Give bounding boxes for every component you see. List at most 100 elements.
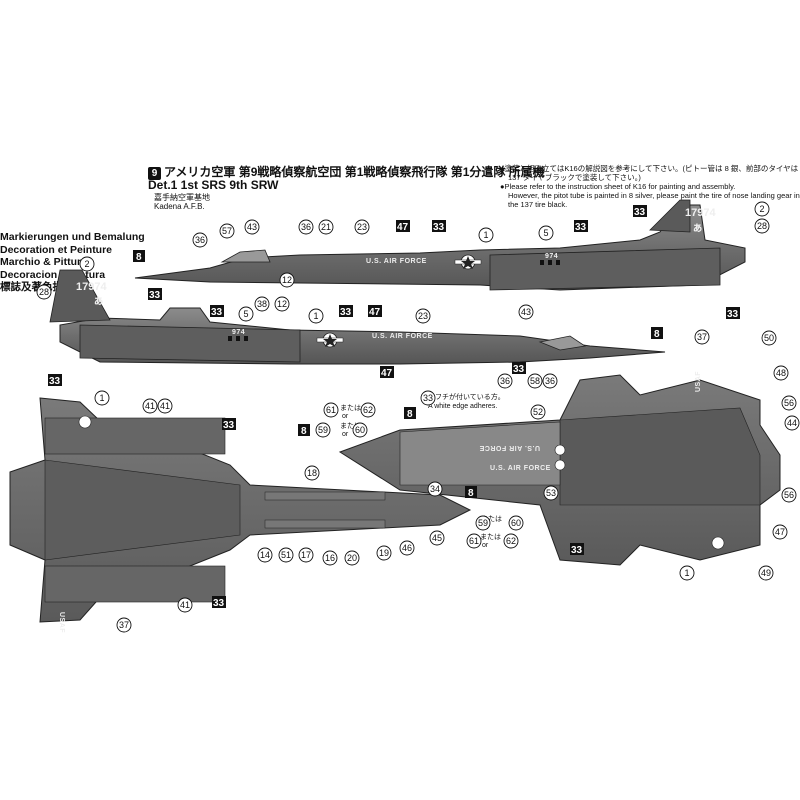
callout-label-side_bottom-3: 23: [418, 311, 428, 321]
callout-label-side_top-12: 2: [759, 204, 764, 214]
callout-label-plan_left-1: 41: [160, 401, 170, 411]
callout-circle-side_top-0: [192, 232, 208, 248]
callout-circle-side_top-12: [754, 201, 770, 217]
callout-label-plan_right-1: 50: [764, 333, 774, 343]
callout-label-plan_left-7: 14: [260, 550, 270, 560]
callout-circle-side_top-16: [279, 272, 295, 288]
callout-circle-side_top-8: [478, 227, 494, 243]
callout-circle-plan_left-14: [429, 530, 445, 546]
callout-label-side_top-14: 38: [257, 299, 267, 309]
callout-circle-side_top-4: [318, 219, 334, 235]
note-line-1: ●塗装と組み立てはK16の解説図を参考にして下さい。(ピトー管は 8 銀、前部の…: [500, 164, 799, 173]
nacelle-code-1: 974: [545, 253, 558, 260]
under-text-2: U.S. AIR FORCE: [490, 465, 551, 472]
legend-fr: Decoration et Peinture: [0, 243, 113, 256]
callout-label-side_top-20: 28: [39, 287, 49, 297]
callout-label-plan_center-12: 62: [506, 536, 516, 546]
or-note-jp-3: または: [481, 515, 502, 523]
callout-label-side_bottom-1: 1: [313, 311, 318, 321]
fuselage-text-1: U.S. AIR FORCE: [366, 258, 427, 265]
callout-label-plan_right-0: 37: [697, 332, 707, 342]
callout-label-plan_right-7: 49: [761, 568, 771, 578]
tail-serial-1: 17974: [685, 207, 716, 219]
callout-circle-plan_left-11: [344, 550, 360, 566]
callout-circle-plan_left-10: [322, 550, 338, 566]
callout-circle-plan_center-12: [503, 533, 519, 549]
callout-circle-side_bottom-1: [308, 308, 324, 324]
paint-box-33h: 33: [49, 376, 61, 387]
callout-circle-side_bottom-3: [415, 308, 431, 324]
fuselage-text-2: U.S. AIR FORCE: [372, 333, 433, 340]
callout-circle-plan_right-7: [758, 565, 774, 581]
callout-circle-plan_center-11: [466, 533, 482, 549]
paint-box-47b: 47: [369, 307, 381, 318]
callout-circle-plan_left-13: [399, 540, 415, 556]
callout-circle-side_bottom-9: [542, 373, 558, 389]
scheme-number-badge: 9: [148, 167, 161, 180]
or-note-en-1: or: [342, 413, 349, 420]
paint-box-47a: 47: [397, 222, 409, 233]
paint-box-8d: 8: [301, 426, 307, 437]
callout-label-plan_right-2: 48: [776, 368, 786, 378]
callout-label-side_bottom-8: 58: [530, 376, 540, 386]
callout-label-plan_center-8: 53: [546, 488, 556, 498]
callout-label-plan_left-10: 16: [325, 553, 335, 563]
callout-circle-side_top-13: [754, 218, 770, 234]
side-view-left: U.S. AIR FORCE 974 17974 ぁ: [134, 199, 746, 291]
tail-serial-2: 17974: [76, 281, 107, 293]
callout-label-side_bottom-10: 5: [243, 309, 248, 319]
callout-circle-plan_left-8: [278, 547, 294, 563]
callout-label-plan_left-14: 45: [432, 533, 442, 543]
callout-label-side_top-9: 5: [543, 228, 548, 238]
scheme-title-en: Det.1 1st SRS 9th SRW: [148, 178, 279, 192]
callout-circle-side_bottom-7: [497, 373, 513, 389]
callout-circle-plan_center-1: [323, 402, 339, 418]
callout-label-side_bottom-7: 36: [500, 376, 510, 386]
callout-circle-side_top-15: [274, 296, 290, 312]
svg-text:ぁ: ぁ: [692, 222, 703, 234]
callout-circle-plan_left-15: [177, 597, 193, 613]
callout-label-plan_left-17: 37: [119, 620, 129, 630]
callout-label-side_top-2: 43: [247, 222, 257, 232]
callout-circle-plan_right-5: [781, 487, 797, 503]
callout-circle-plan_center-10: [508, 515, 524, 531]
callout-circle-side_bottom-10: [238, 306, 254, 322]
callout-label-side_top-1: 57: [222, 226, 232, 236]
under-text-1: U.S. AIR FORCE: [479, 444, 540, 451]
callout-circle-side_top-19: [79, 256, 95, 272]
callout-label-side_top-15: 12: [277, 299, 287, 309]
callout-label-plan_left-3: 41: [145, 401, 155, 411]
callout-label-plan_center-3: 59: [318, 425, 328, 435]
paint-box-33g: 33: [340, 307, 352, 318]
callout-circle-plan_left-9: [298, 547, 314, 563]
callout-circle-side_top-3: [298, 219, 314, 235]
callout-label-plan_left-9: 17: [301, 550, 311, 560]
or-note-jp-4: または: [480, 533, 501, 541]
callout-circle-plan_right-0: [694, 329, 710, 345]
callout-label-side_top-8: 1: [483, 230, 488, 240]
callout-circle-plan_center-3: [315, 422, 331, 438]
callout-circle-plan_right-4: [784, 415, 800, 431]
callout-circle-plan_left-3: [142, 398, 158, 414]
callout-label-plan_left-12: 19: [379, 548, 389, 558]
callout-label-plan_center-9: 59: [478, 518, 488, 528]
callout-circle-plan_center-2: [360, 402, 376, 418]
paint-box-33d: 33: [634, 207, 646, 218]
callout-circle-side_bottom-8: [527, 373, 543, 389]
paint-box-8a: 8: [136, 252, 142, 263]
callout-label-plan_left-0: 1: [99, 393, 104, 403]
callout-label-plan_center-7: 52: [533, 407, 543, 417]
callout-label-plan_left-8: 51: [281, 550, 291, 560]
paint-box-33k: 33: [213, 598, 225, 609]
callout-circle-side_top-1: [219, 223, 235, 239]
callout-circle-side_top-20: [36, 284, 52, 300]
callout-label-plan_center-1: 61: [326, 405, 336, 415]
callout-circle-plan_left-12: [376, 545, 392, 561]
base-name: 嘉手納空軍基地 Kadena A.F.B.: [154, 193, 210, 211]
callout-circle-plan_left-0: [94, 390, 110, 406]
callout-label-plan_left-11: 20: [347, 553, 357, 563]
